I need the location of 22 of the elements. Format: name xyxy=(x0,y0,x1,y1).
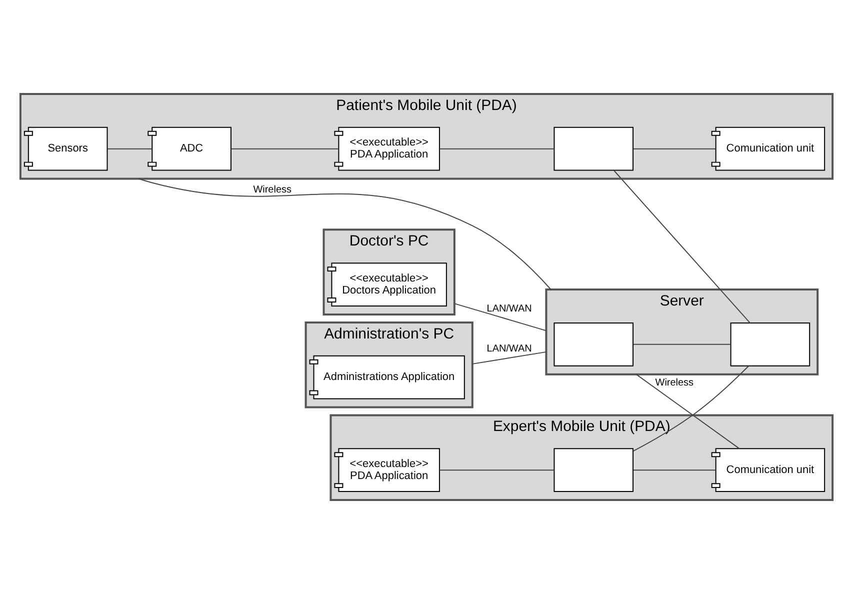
node-box xyxy=(730,322,810,366)
connector xyxy=(439,470,555,471)
edge-label: LAN/WAN xyxy=(486,343,532,354)
connector xyxy=(613,170,751,324)
edge-label: Wireless xyxy=(253,184,292,196)
cluster: Server xyxy=(545,288,819,376)
node-box xyxy=(554,126,634,171)
node-box xyxy=(554,322,634,366)
connector xyxy=(636,374,740,450)
edge-label: LAN/WAN xyxy=(486,303,532,314)
connector xyxy=(230,148,339,150)
node-box xyxy=(554,448,634,492)
edge-label: Wireless xyxy=(655,377,694,388)
connector xyxy=(632,470,716,471)
connector xyxy=(632,365,750,452)
connector xyxy=(138,178,552,290)
connector xyxy=(472,351,547,364)
connector xyxy=(106,148,152,150)
connector xyxy=(454,303,547,332)
connector xyxy=(632,344,732,345)
connector xyxy=(439,148,555,150)
connector xyxy=(632,148,716,150)
